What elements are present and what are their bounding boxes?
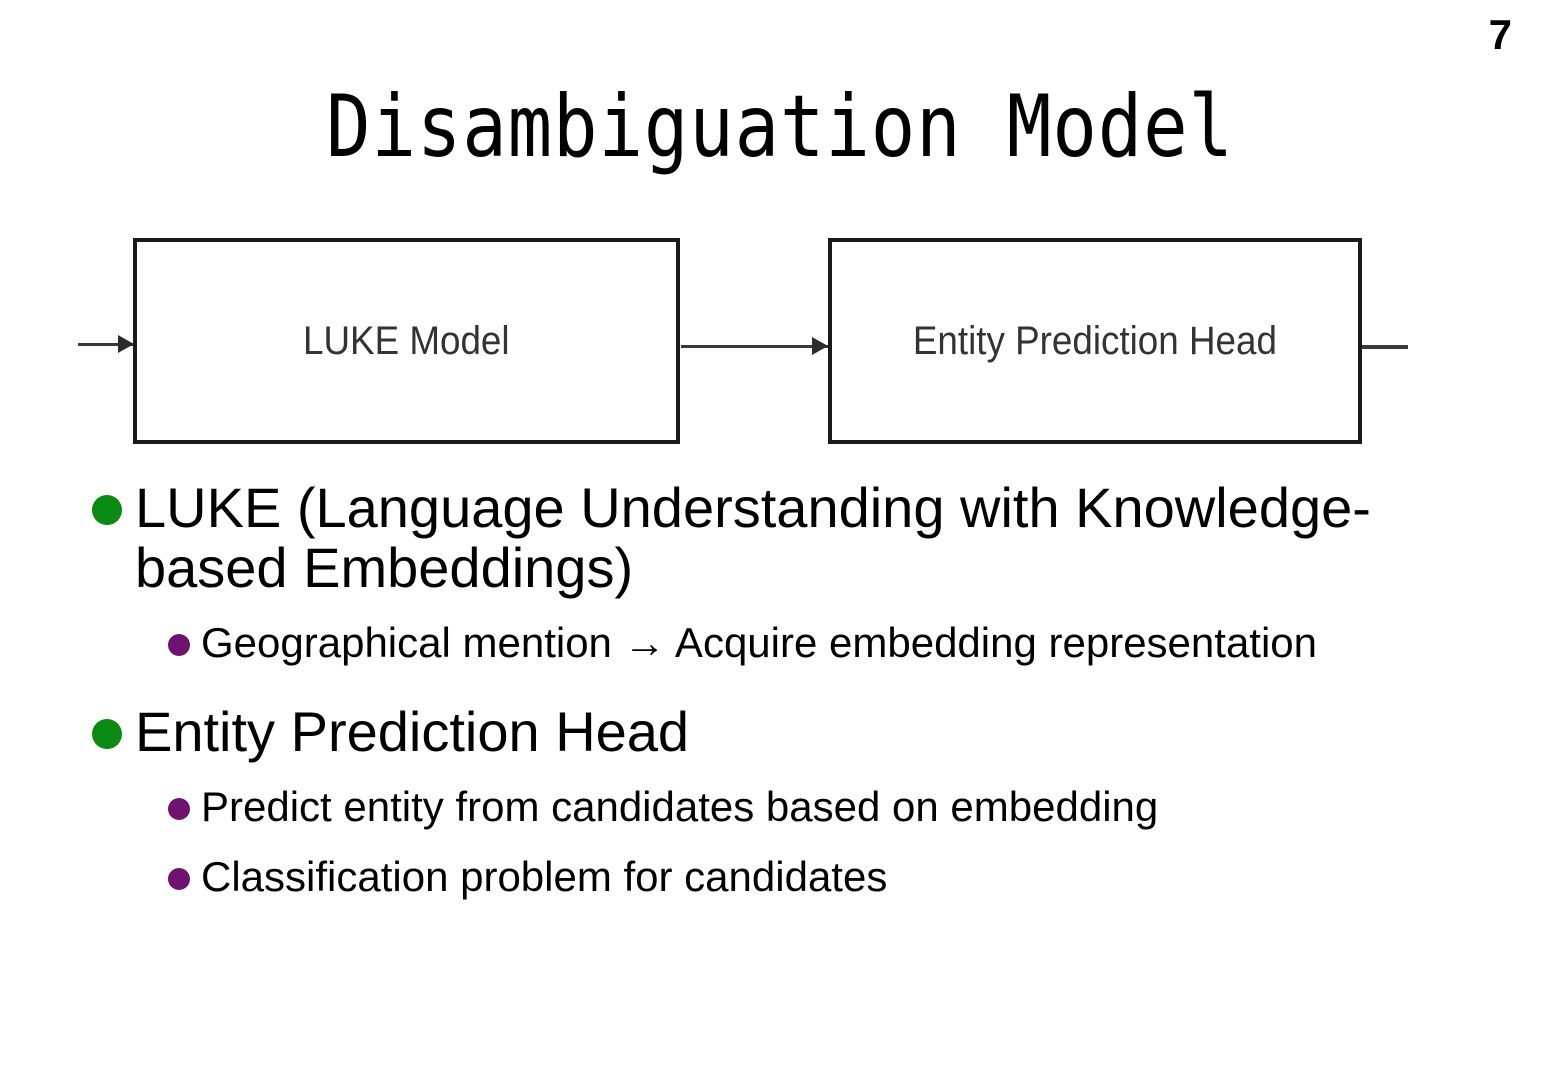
list-item: Predict entity from candidates based on …	[0, 782, 1560, 830]
bullet-text: Classification problem for candidates	[201, 853, 888, 901]
bullet-dot-icon	[168, 797, 190, 820]
list-item: Geographical mention → Acquire embedding…	[0, 618, 1560, 666]
bullet-dot-icon	[168, 868, 190, 891]
spacer	[0, 766, 1560, 784]
output-stub-line	[1362, 345, 1408, 349]
bullet-text: Entity Prediction Head	[135, 700, 690, 763]
flow-box-entity-prediction-head[interactable]: Entity Prediction Head	[828, 238, 1362, 444]
bullet-dot-icon	[168, 633, 190, 656]
list-item: LUKE (Language Understanding with Knowle…	[0, 478, 1560, 598]
page-title: Disambiguation Model	[326, 77, 1234, 177]
list-item: Entity Prediction Head	[0, 702, 1560, 762]
luke-to-head-arrow-head-icon	[812, 337, 828, 355]
input-arrow-line	[78, 343, 133, 346]
bullet-dot-icon	[92, 495, 122, 525]
flow-box-luke-model-label: LUKE Model	[303, 318, 510, 363]
flow-box-luke-model[interactable]: LUKE Model	[133, 238, 680, 444]
flow-diagram: LUKE Model Entity Prediction Head	[0, 0, 1560, 470]
bullet-text: LUKE (Language Understanding with Knowle…	[135, 476, 1371, 599]
flow-box-entity-prediction-head-label: Entity Prediction Head	[912, 318, 1278, 363]
spacer	[0, 602, 1560, 620]
spacer	[0, 836, 1560, 854]
spacer	[0, 672, 1560, 702]
luke-to-head-arrow-line	[681, 345, 828, 348]
page-number: 7	[1488, 11, 1512, 58]
bullet-text: Predict entity from candidates based on …	[201, 782, 1159, 830]
bullet-list: LUKE (Language Understanding with Knowle…	[0, 478, 1560, 906]
bullet-text: Geographical mention → Acquire embedding…	[201, 618, 1318, 666]
list-item: Classification problem for candidates	[0, 853, 1560, 901]
input-arrow-head-icon	[118, 335, 134, 353]
bullet-dot-icon	[92, 719, 122, 749]
